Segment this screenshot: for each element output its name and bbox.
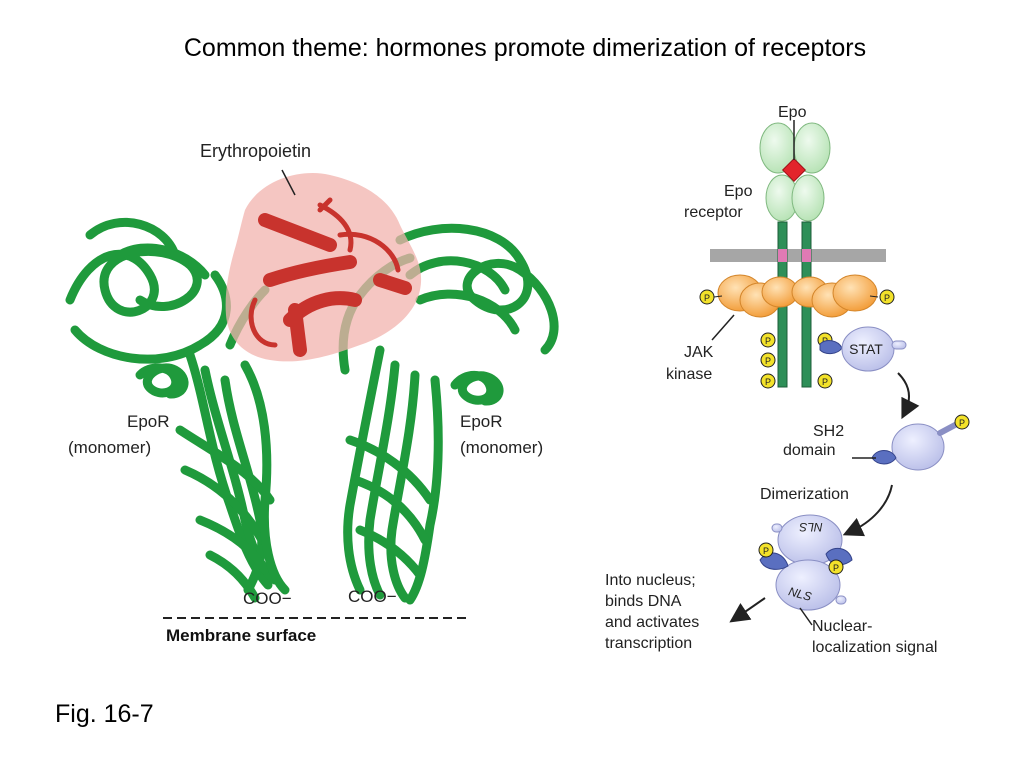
- jak-label-line2: kinase: [666, 366, 712, 383]
- coo-right-label: COO−: [348, 587, 397, 606]
- epo-receptor-label-line2: receptor: [684, 204, 743, 221]
- stat-label: STAT: [849, 341, 883, 357]
- figure-caption: Fig. 16-7: [55, 700, 154, 728]
- stat-dimer: P P NLS NLS: [758, 514, 853, 611]
- erythropoietin-label: Erythropoietin: [200, 141, 311, 161]
- phosphate-label: P: [765, 377, 771, 387]
- epo-label: Epo: [778, 104, 807, 121]
- phosphate-label: P: [884, 293, 890, 303]
- phosphate-label: P: [833, 563, 839, 573]
- epo-receptor-label-line1: Epo: [724, 183, 753, 200]
- phosphate-label: P: [763, 546, 769, 556]
- arrow-to-release: [897, 372, 920, 420]
- phosphate-7: P: [817, 373, 833, 389]
- hormone-leader-line: [281, 169, 296, 196]
- free-stat: P: [871, 414, 970, 471]
- dimerization-label: Dimerization: [760, 486, 849, 503]
- nucleus-label-line4: transcription: [605, 635, 692, 652]
- arrow-to-dimer: [842, 484, 893, 537]
- phosphate-label: P: [765, 356, 771, 366]
- jak-kinase: [717, 274, 878, 318]
- nls-leader-line: [799, 607, 813, 626]
- epor-ribbon-left: [65, 217, 290, 603]
- nucleus-label-line1: Into nucleus;: [605, 572, 696, 589]
- nls-signal-label-line2: localization signal: [812, 639, 937, 656]
- erythropoietin-structure: [225, 173, 422, 362]
- nucleus-label-line2: binds DNA: [605, 593, 682, 610]
- stat-protein: STAT: [819, 326, 907, 372]
- membrane-surface-label: Membrane surface: [166, 626, 316, 645]
- phosphate-3: P: [760, 332, 776, 348]
- sh2-label-line1: SH2: [813, 423, 844, 440]
- slide-title: Common theme: hormones promote dimerizat…: [183, 34, 867, 62]
- epo-ligand: [781, 157, 807, 183]
- phosphate-label: P: [822, 377, 828, 387]
- phosphate-groups: P P P P P P P: [699, 289, 895, 389]
- epor-right-label-line1: EpoR: [460, 412, 503, 431]
- jak-label-line1: JAK: [684, 344, 714, 361]
- epo-receptor-domains: [759, 122, 831, 222]
- phosphate-2: P: [869, 289, 895, 305]
- epor-left-label-line2: (monomer): [68, 438, 151, 457]
- epor-left-label-line1: EpoR: [127, 412, 170, 431]
- sh2-label-line2: domain: [783, 442, 835, 459]
- nucleus-label-line3: and activates: [605, 614, 699, 631]
- epor-right-label-line2: (monomer): [460, 438, 543, 457]
- phosphate-5: P: [760, 373, 776, 389]
- phosphate-label: P: [704, 293, 710, 303]
- phosphate-1: P: [699, 289, 723, 305]
- nls-label-bottom: NLS: [787, 584, 813, 604]
- arrow-to-nucleus: [729, 597, 766, 623]
- nls-label-top: NLS: [799, 520, 822, 534]
- cell-membrane: [710, 249, 886, 262]
- phosphate-label: P: [765, 336, 771, 346]
- coo-left-label: COO−: [243, 589, 292, 608]
- jak-leader-line: [711, 314, 735, 341]
- nls-signal-label-line1: Nuclear-: [812, 618, 872, 635]
- phosphate-4: P: [760, 352, 776, 368]
- phosphate-label: P: [959, 418, 965, 428]
